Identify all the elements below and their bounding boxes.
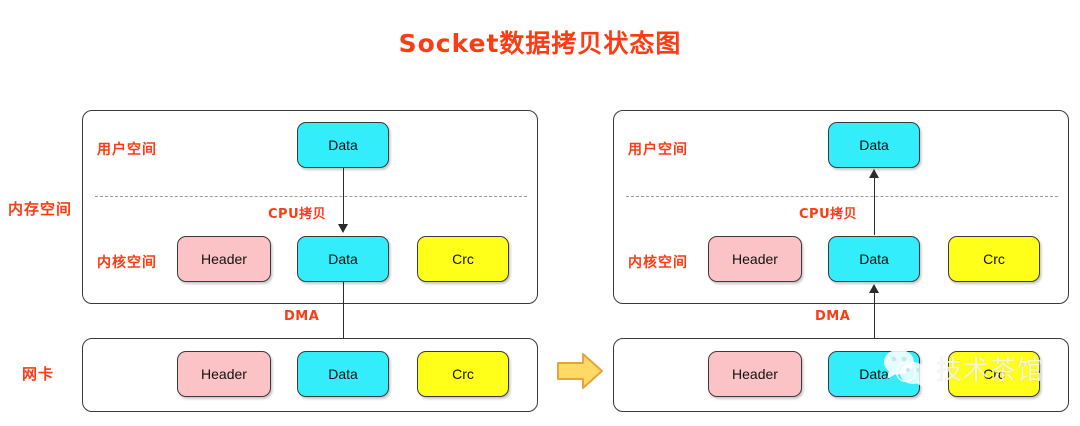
right-kernel-space-label: 内核空间: [628, 255, 688, 271]
left-cpu-copy-label: CPU拷贝: [268, 207, 327, 222]
right-kernel-data-block[interactable]: Data: [828, 236, 920, 282]
side-label-memory: 内存空间: [8, 200, 73, 218]
left-user-data-block[interactable]: Data: [297, 122, 389, 168]
right-kernel-header-block[interactable]: Header: [708, 236, 802, 282]
left-kernel-data-block[interactable]: Data: [297, 236, 389, 282]
left-nic-header-block[interactable]: Header: [177, 351, 271, 397]
right-user-space-label: 用户空间: [628, 142, 688, 158]
left-cpu-copy-arrow-head: [338, 224, 348, 233]
right-nic-header-block[interactable]: Header: [708, 351, 802, 397]
left-memory-divider: [95, 196, 527, 197]
right-memory-divider: [626, 196, 1058, 197]
right-block-arrow-icon: [557, 353, 603, 389]
left-kernel-crc-block[interactable]: Crc: [417, 236, 509, 282]
right-nic-crc-block[interactable]: Crc: [948, 351, 1040, 397]
right-dma-arrow-line: [874, 292, 875, 352]
left-kernel-space-label: 内核空间: [97, 255, 157, 271]
left-dma-arrow-line: [343, 282, 344, 350]
left-nic-data-block[interactable]: Data: [297, 351, 389, 397]
right-cpu-copy-arrow-head: [869, 169, 879, 178]
left-kernel-header-block[interactable]: Header: [177, 236, 271, 282]
right-nic-data-block[interactable]: Data: [828, 351, 920, 397]
right-user-data-block[interactable]: Data: [828, 122, 920, 168]
left-dma-label: DMA: [284, 309, 320, 324]
right-cpu-copy-label: CPU拷贝: [799, 207, 858, 222]
left-nic-crc-block[interactable]: Crc: [417, 351, 509, 397]
left-user-space-label: 用户空间: [97, 142, 157, 158]
right-kernel-crc-block[interactable]: Crc: [948, 236, 1040, 282]
transition-arrow: [556, 352, 604, 390]
right-dma-arrow-head: [869, 284, 879, 293]
right-cpu-copy-arrow-line: [874, 177, 875, 235]
side-label-nic: 网卡: [22, 365, 55, 383]
left-cpu-copy-arrow-line: [343, 168, 344, 225]
right-dma-label: DMA: [815, 309, 851, 324]
page-title: Socket数据拷贝状态图: [398, 29, 682, 58]
